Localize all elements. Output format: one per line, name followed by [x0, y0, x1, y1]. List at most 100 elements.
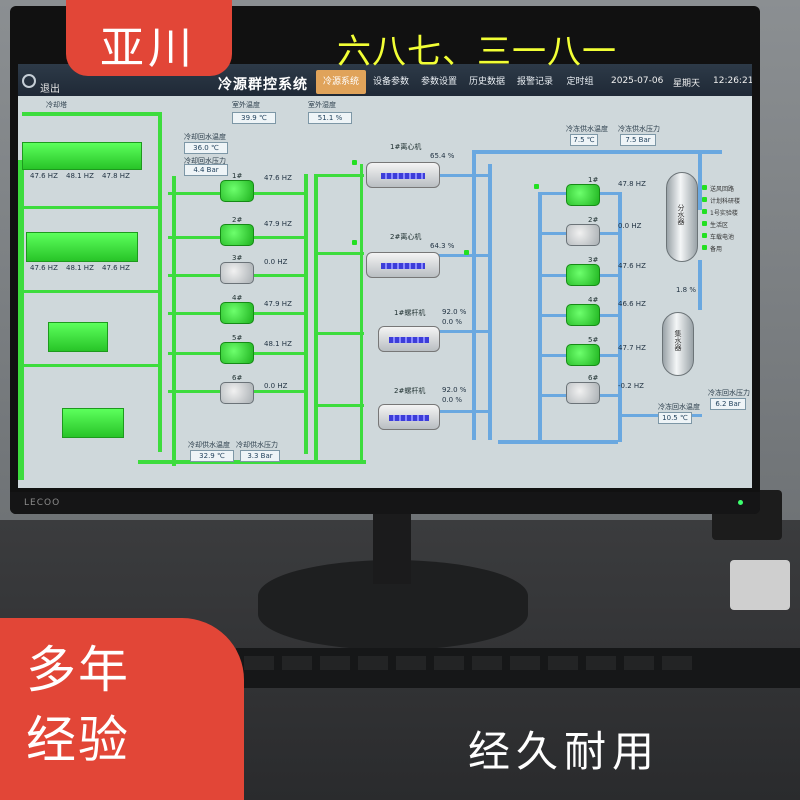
cooling-return-temp-label: 冷却回水温度	[184, 133, 226, 141]
durable-slogan: 经久耐用	[468, 727, 661, 776]
branch-label: 计划科研楼	[710, 198, 741, 205]
chilled-pump-1[interactable]	[566, 184, 600, 206]
chilled-pump-name: 4#	[588, 296, 599, 304]
outdoor-temp-label: 室外温度	[232, 101, 260, 109]
chilled-return-pressure-value: 6.2 Bar	[710, 398, 746, 410]
branch-valve-icon[interactable]	[702, 197, 707, 202]
branch-valve-icon[interactable]	[702, 233, 707, 238]
chilled-pipe	[472, 150, 722, 154]
screw-chiller-1[interactable]	[378, 326, 440, 352]
branch-valve-icon[interactable]	[702, 185, 707, 190]
cooling-supply-temp-label: 冷却供水温度	[188, 441, 230, 449]
cooling-pump-name: 3#	[232, 254, 243, 262]
branch-valve-icon[interactable]	[702, 221, 707, 226]
chiller-load: 92.0 %	[442, 386, 467, 394]
branch-valve-icon[interactable]	[702, 209, 707, 214]
chilled-pipe	[488, 164, 492, 440]
keyboard-key	[434, 656, 464, 670]
chilled-pump-name: 1#	[588, 176, 599, 184]
centrifugal-chiller-1[interactable]	[366, 162, 440, 188]
chilled-pump-2[interactable]	[566, 224, 600, 246]
valve-icon[interactable]	[352, 160, 357, 165]
return-header-label: 集水器	[674, 330, 682, 351]
outdoor-temp-value: 39.9 ℃	[232, 112, 276, 124]
chilled-pump-hz: 47.7 HZ	[618, 344, 646, 352]
valve-icon[interactable]	[534, 184, 539, 189]
tower-hz: 47.6 HZ	[102, 264, 130, 272]
cooling-pump-hz: 47.9 HZ	[264, 220, 292, 228]
branch-valve-icon[interactable]	[702, 245, 707, 250]
cooling-pump-2[interactable]	[220, 224, 254, 246]
cooling-pipe	[304, 174, 308, 454]
chilled-pipe	[698, 260, 702, 310]
chilled-pump-name: 2#	[588, 216, 599, 224]
tab-equipment-params[interactable]: 设备参数	[372, 77, 409, 87]
experience-banner	[0, 618, 244, 800]
chilled-pump-hz: -0.2 HZ	[618, 382, 644, 390]
power-strip	[730, 560, 790, 610]
tab-alarms[interactable]: 报警记录	[516, 77, 553, 87]
tab-param-settings[interactable]: 参数设置	[420, 77, 457, 87]
cooling-pump-5[interactable]	[220, 342, 254, 364]
cooling-pump-hz: 48.1 HZ	[264, 340, 292, 348]
cooling-supply-pressure-label: 冷却供水压力	[236, 441, 278, 449]
tab-history[interactable]: 历史数据	[468, 77, 505, 87]
power-led-icon	[738, 500, 743, 505]
keyboard-key	[586, 656, 616, 670]
time-display: 12:26:21	[713, 76, 752, 86]
tower-hz: 47.6 HZ	[30, 172, 58, 180]
chilled-supply-temp-label: 冷冻供水温度	[566, 125, 608, 133]
outdoor-humidity-value: 51.1 %	[308, 112, 352, 124]
cooling-pump-6[interactable]	[220, 382, 254, 404]
keyboard-key	[282, 656, 312, 670]
chilled-pipe	[438, 254, 492, 257]
keyboard-key	[358, 656, 388, 670]
chilled-supply-pressure-value: 7.5 Bar	[620, 134, 656, 146]
weekday-display: 星期天	[673, 79, 701, 89]
chilled-pump-name: 5#	[588, 336, 599, 344]
keyboard-key	[510, 656, 540, 670]
chiller-status-bar	[389, 415, 429, 421]
tab-cold-source[interactable]: 冷源系统	[316, 70, 366, 94]
cooling-tower-1	[22, 142, 142, 170]
chilled-pump-5[interactable]	[566, 344, 600, 366]
chilled-pump-3[interactable]	[566, 264, 600, 286]
screw-chiller-2[interactable]	[378, 404, 440, 430]
home-icon[interactable]	[22, 74, 36, 88]
chiller-status-bar	[389, 337, 429, 343]
valve-icon[interactable]	[352, 240, 357, 245]
chilled-return-temp-value: 10.5 ℃	[658, 412, 692, 424]
tab-schedule[interactable]: 定时组	[566, 77, 594, 87]
cooling-pipe	[18, 290, 158, 293]
chilled-pipe	[438, 174, 492, 177]
chilled-pump-6[interactable]	[566, 382, 600, 404]
chilled-pipe	[538, 192, 542, 442]
chilled-pipe	[472, 150, 476, 440]
chilled-pump-4[interactable]	[566, 304, 600, 326]
cooling-pump-4[interactable]	[220, 302, 254, 324]
chiller-load-2: 0.0 %	[442, 318, 463, 326]
cooling-pipe	[18, 160, 24, 480]
centrifugal-chiller-2[interactable]	[366, 252, 440, 278]
chiller-name: 2#离心机	[390, 233, 422, 241]
cooling-pump-hz: 47.6 HZ	[264, 174, 292, 182]
cooling-pump-1[interactable]	[220, 180, 254, 202]
tower-hz: 47.6 HZ	[30, 264, 58, 272]
cooling-pump-3[interactable]	[220, 262, 254, 284]
chilled-pump-hz: 47.8 HZ	[618, 180, 646, 188]
valve-icon[interactable]	[464, 250, 469, 255]
chiller-name: 1#离心机	[390, 143, 422, 151]
branch-label: 车载电池	[710, 234, 735, 241]
chilled-pump-hz: 47.6 HZ	[618, 262, 646, 270]
chilled-pump-hz: 0.0 HZ	[618, 222, 642, 230]
tower-hz: 48.1 HZ	[66, 264, 94, 272]
cooling-pipe	[18, 364, 158, 367]
branch-label: 备用	[710, 246, 723, 253]
cooling-pipe	[314, 174, 364, 177]
exit-button[interactable]: 退出	[40, 84, 60, 95]
outdoor-humidity-label: 室外湿度	[308, 101, 336, 109]
chiller-load: 92.0 %	[442, 308, 467, 316]
keyboard-key	[548, 656, 578, 670]
tower-hz: 47.8 HZ	[102, 172, 130, 180]
cooling-pump-name: 6#	[232, 374, 243, 382]
